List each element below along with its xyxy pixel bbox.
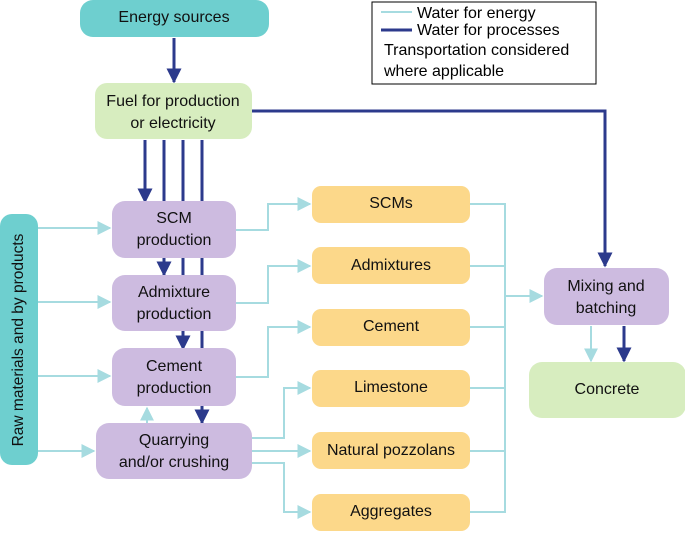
concrete-node: Concrete: [529, 362, 685, 418]
scms-label: SCMs: [369, 195, 413, 212]
aggregates-label: Aggregates: [350, 503, 432, 520]
legend: Water for energy Water for processes Tra…: [371, 1, 597, 85]
mixing-box: [544, 268, 669, 325]
cement-production-node: Cement production: [112, 348, 236, 406]
quarrying-to-limestone-arrow: [252, 381, 312, 439]
admixture-production-line1: Admixture: [138, 284, 210, 301]
energy-sources-box: [80, 0, 269, 37]
fuel-label-line2: or electricity: [130, 115, 215, 132]
fuel-to-mixing-arrow: [250, 109, 613, 268]
legend-water-processes-label: Water for processes: [417, 22, 560, 39]
cement-label: Cement: [363, 318, 420, 335]
quarrying-node: Quarrying and/or crushing: [96, 423, 252, 479]
limestone-box: [312, 370, 470, 407]
legend-transport-line1: Transportation considered: [384, 42, 569, 59]
concrete-box: [529, 362, 685, 418]
water-energy-connectors: [37, 197, 598, 519]
admixture-production-line2: production: [137, 306, 212, 323]
legend-transport-line2: where applicable: [383, 63, 504, 80]
cement-production-line2: production: [137, 380, 212, 397]
quarrying-line2: and/or crushing: [119, 454, 229, 471]
limestone-node: Limestone: [312, 370, 470, 407]
admixture-production-box: [112, 275, 236, 331]
natural-pozzolans-node: Natural pozzolans: [312, 432, 470, 469]
scm-production-line1: SCM: [156, 210, 192, 227]
raw-materials-node: Raw materials and by products: [0, 214, 38, 465]
quarrying-to-aggregates-arrow: [252, 462, 312, 519]
admixtures-box: [312, 247, 470, 284]
cement-production-box: [112, 348, 236, 406]
quarrying-box: [96, 423, 252, 479]
raw-materials-label: Raw materials and by products: [10, 233, 27, 446]
cement-box: [312, 309, 470, 346]
scms-node: SCMs: [312, 186, 470, 223]
mixing-line1: Mixing and: [567, 278, 644, 295]
cement-prod-to-cement-arrow: [236, 320, 312, 378]
scm-production-box: [112, 201, 236, 258]
admixtures-node: Admixtures: [312, 247, 470, 284]
natural-pozzolans-box: [312, 432, 470, 469]
aggregates-box: [312, 494, 470, 531]
scm-production-node: SCM production: [112, 201, 236, 258]
scm-production-line2: production: [137, 232, 212, 249]
fuel-label-line1: Fuel for production: [106, 93, 239, 110]
natural-pozzolans-label: Natural pozzolans: [327, 442, 455, 459]
admixture-production-node: Admixture production: [112, 275, 236, 331]
concrete-label: Concrete: [575, 381, 640, 398]
legend-water-energy-label: Water for energy: [417, 5, 536, 22]
fuel-node: Fuel for production or electricity: [95, 83, 252, 139]
products-collector-bus: [470, 203, 506, 513]
aggregates-node: Aggregates: [312, 494, 470, 531]
energy-sources-label: Energy sources: [118, 9, 229, 26]
cement-production-line1: Cement: [146, 358, 203, 375]
mixing-line2: batching: [576, 300, 637, 317]
limestone-label: Limestone: [354, 379, 428, 396]
admixture-prod-to-admixtures-arrow: [236, 259, 312, 304]
fuel-box: [95, 83, 252, 139]
legend-box: [371, 1, 597, 85]
scms-box: [312, 186, 470, 223]
admixtures-label: Admixtures: [351, 257, 431, 274]
cement-node: Cement: [312, 309, 470, 346]
scm-prod-to-scms-arrow: [236, 197, 312, 231]
energy-sources-node: Energy sources: [80, 0, 269, 37]
raw-materials-box: [0, 214, 38, 465]
mixing-node: Mixing and batching: [544, 268, 669, 325]
quarrying-line1: Quarrying: [139, 432, 209, 449]
